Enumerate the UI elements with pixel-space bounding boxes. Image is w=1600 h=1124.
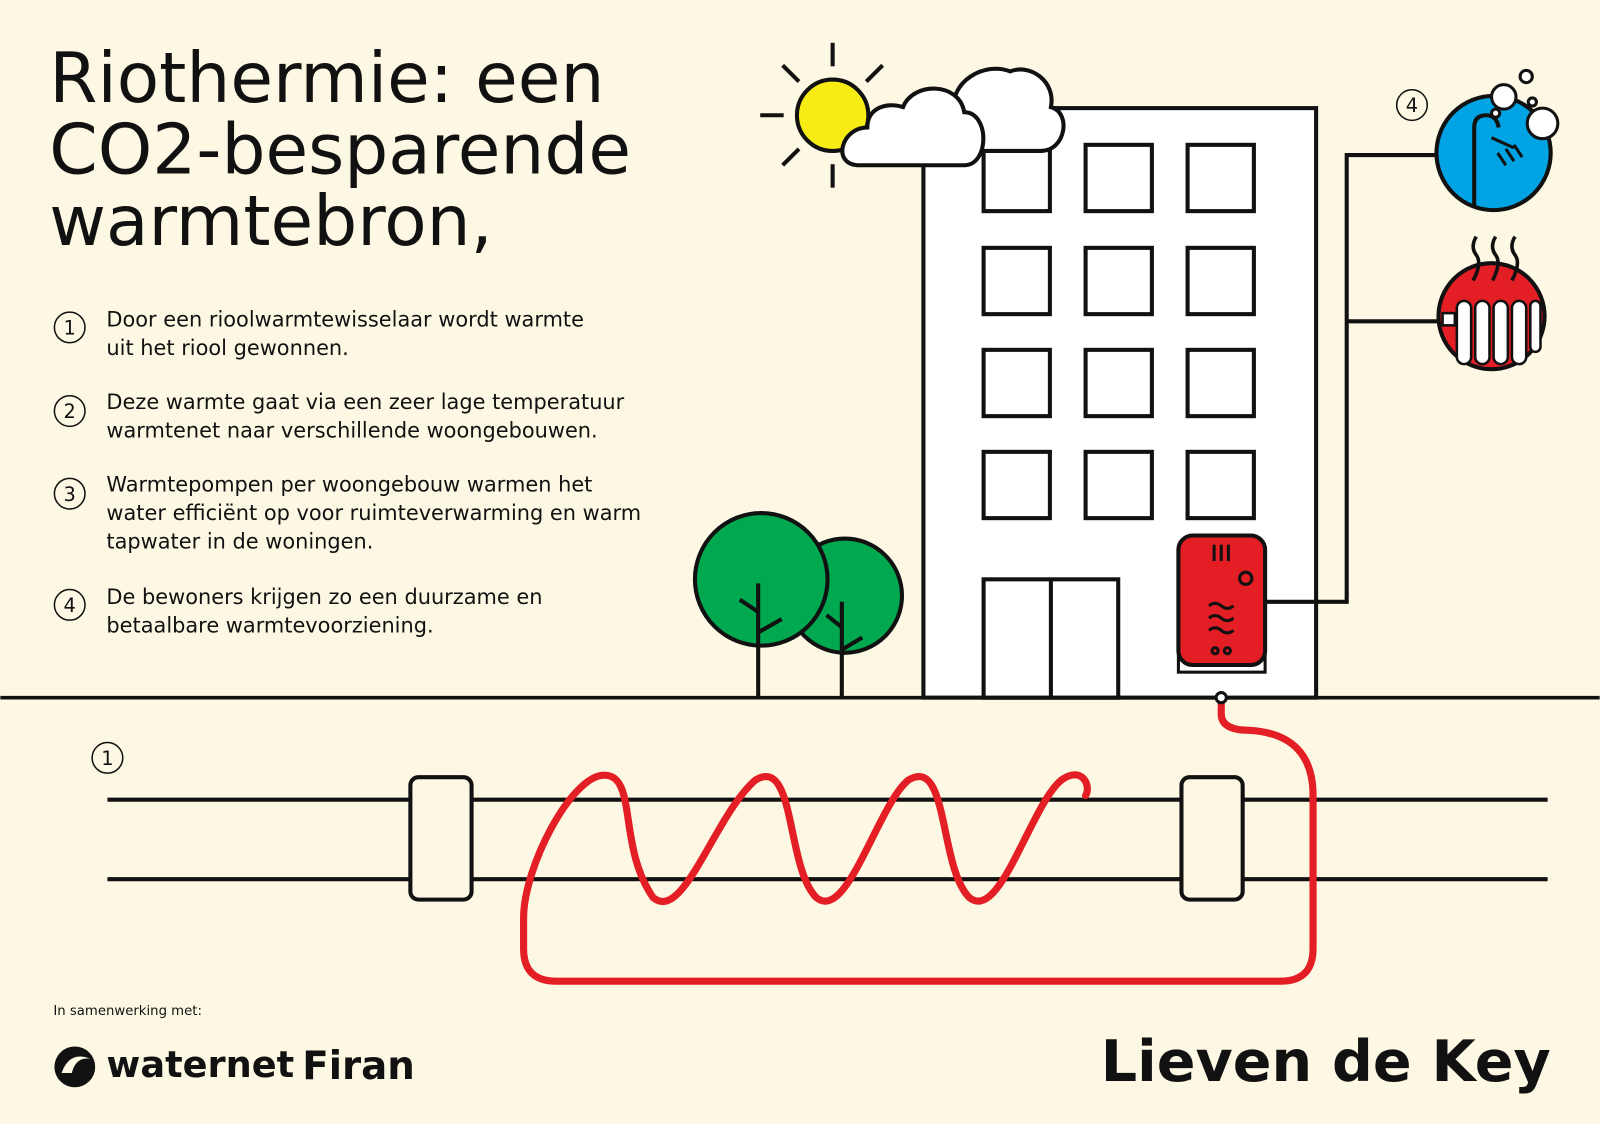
lieven-de-key-logo: Lieven de Key	[1101, 1029, 1551, 1095]
svg-text:CO2-besparende: CO2-besparende	[49, 110, 631, 190]
svg-text:water efficiënt op voor ruimte: water efficiënt op voor ruimteverwarming…	[106, 501, 641, 525]
heat-pump-icon	[1176, 533, 1268, 674]
number-circle-icon	[1395, 88, 1429, 122]
svg-text:2: 2	[64, 400, 76, 423]
svg-text:Riothermie: een: Riothermie: een	[49, 39, 604, 119]
svg-text:tapwater in de woningen.: tapwater in de woningen.	[106, 530, 373, 554]
step-4: 4 De bewoners krijgen zo een duurzame en…	[53, 585, 542, 637]
svg-text:Deze warmte gaat via een zeer: Deze warmte gaat via een zeer lage tempe…	[106, 390, 624, 414]
svg-text:De bewoners krijgen zo een duu: De bewoners krijgen zo een duurzame en	[106, 585, 542, 609]
svg-text:warmtebron,: warmtebron,	[49, 182, 492, 262]
apartment-building	[921, 106, 1319, 700]
connection-point-icon	[1214, 691, 1228, 705]
number-circle-icon	[91, 741, 124, 774]
step-list: 1 Door een rioolwarmtewisselaar wordt wa…	[53, 307, 641, 637]
entrance-door	[981, 577, 1121, 700]
tree-icon	[692, 511, 905, 698]
svg-text:warmtenet naar verschillende w: warmtenet naar verschillende woongebouwe…	[106, 419, 597, 443]
pipe-coupling	[408, 775, 474, 902]
pipe-coupling	[1179, 775, 1245, 902]
svg-text:betaalbare warmtevoorziening.: betaalbare warmtevoorziening.	[106, 613, 433, 637]
svg-text:waternet: waternet	[106, 1043, 294, 1086]
step-2: 2 Deze warmte gaat via een zeer lage tem…	[53, 390, 625, 443]
heat-exchanger-coil	[520, 694, 1317, 985]
firan-logo: Firan	[302, 1044, 415, 1089]
sewer-pipe	[107, 797, 1548, 882]
svg-text:4: 4	[1406, 94, 1418, 117]
svg-text:Warmtepompen per woongebouw wa: Warmtepompen per woongebouw warmen het	[106, 473, 592, 497]
page-title: Riothermie: een CO2-besparende warmtebro…	[49, 39, 631, 262]
svg-text:uit het riool gewonnen.: uit het riool gewonnen.	[106, 336, 348, 360]
svg-text:1: 1	[64, 317, 76, 340]
number-circle-icon	[53, 588, 86, 621]
windows	[981, 142, 1256, 521]
cloud-icon	[840, 66, 1066, 168]
waternet-logo: waternet	[54, 1043, 294, 1088]
shower-icon	[1434, 68, 1560, 213]
number-circle-icon	[53, 477, 86, 510]
svg-text:3: 3	[64, 483, 76, 506]
radiator-icon	[1436, 235, 1547, 372]
step-1: 1 Door een rioolwarmtewisselaar wordt wa…	[53, 307, 584, 360]
svg-text:4: 4	[64, 594, 76, 617]
step-3: 3 Warmtepompen per woongebouw warmen het…	[53, 473, 641, 554]
svg-text:Door een rioolwarmtewisselaar: Door een rioolwarmtewisselaar wordt warm…	[106, 307, 584, 331]
svg-text:1: 1	[101, 747, 113, 770]
cooperation-label: In samenwerking met:	[53, 1004, 202, 1019]
number-circle-icon	[53, 311, 86, 344]
number-circle-icon	[53, 394, 86, 428]
